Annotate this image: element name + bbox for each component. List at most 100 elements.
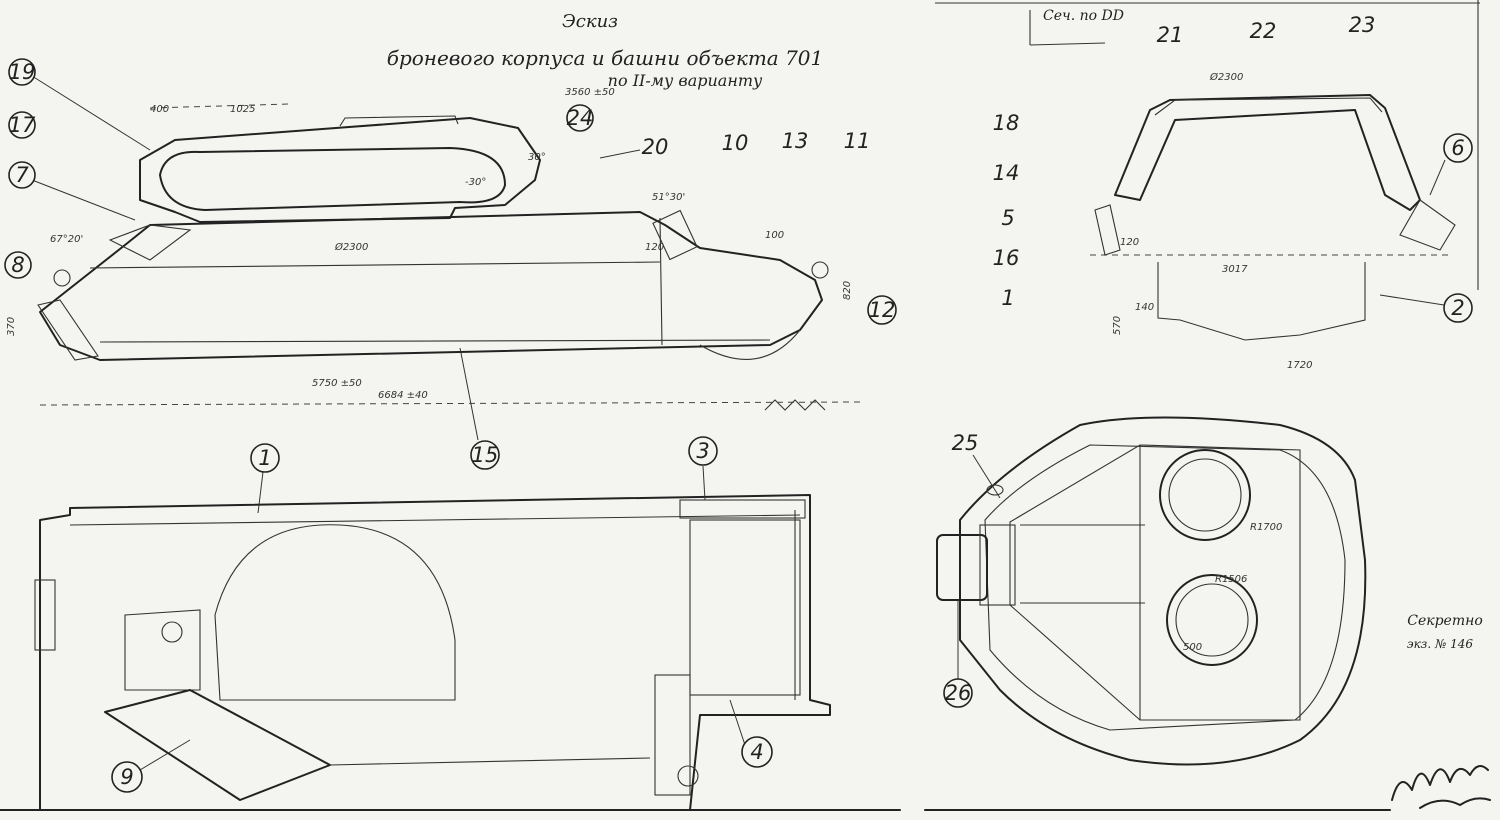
stamp-secret: Секретно [1407,613,1483,629]
turret-roof-cover [339,115,459,127]
hull-upper-edge [89,261,661,269]
section-callout-14: 14 [993,161,1020,185]
hull-plan-view: 1 3 9 4 [34,436,831,811]
dim-3017: 3017 [1222,264,1248,275]
dim-1720: 1720 [1287,360,1312,371]
tow-hook-front [53,269,71,287]
turret-plan-outline [959,416,1367,766]
leader-6 [1429,159,1446,196]
ground-line-mark [764,399,826,411]
leader-20 [599,149,641,159]
ground-dimension-line [39,401,861,406]
hull-plan-side-edge [69,514,801,526]
hull-belly-section [1157,262,1366,341]
hull-side-outline [39,211,823,361]
gun-mount [979,524,1016,606]
section-callout-18: 18 [993,111,1020,135]
hull-cross-section: Сеч. по DD 1720 Ø2300 3017 570 140 120 2… [993,8,1473,371]
secrecy-stamp: Секретно экз. № 146 [1407,613,1483,651]
rear-plate [679,499,806,519]
front-glacis-plate [37,299,99,361]
dim-r1506: R1506 [1215,574,1247,585]
dim-r1700: R1700 [1250,522,1282,533]
turret-roof-section [1154,97,1383,116]
leader-25 [972,454,1001,499]
dim-400: 400 [150,104,169,115]
dim-51-30: 51°30' [652,192,685,203]
vision-slot [986,484,1004,496]
plan-callout-4: 4 [750,740,763,764]
callout-10: 10 [722,131,749,155]
engine-deck-hatch [652,209,698,261]
callout-8: 8 [11,253,24,277]
section-callout-16: 16 [993,246,1020,270]
signature-scribble [1391,765,1491,809]
turret-ring-opening [214,524,456,701]
dim-6684: 6684 ±40 [378,390,428,401]
callout-15: 15 [472,443,499,467]
dim-570: 570 [1112,316,1123,335]
rear-roller-arc [699,329,801,360]
callout-13: 13 [782,129,809,153]
section-callout-5: 5 [1001,206,1014,230]
drawing-title: Эскиз броневого корпуса и башни объекта … [387,11,824,90]
callout-7: 7 [15,163,29,187]
section-callout-23: 23 [1349,13,1376,37]
turret-roof-panel [1009,444,1301,721]
gun-mantlet [936,534,988,601]
dim-100: 100 [765,230,784,241]
plan-callout-3: 3 [696,439,709,463]
turret-outline [139,117,541,223]
front-track-plate [34,579,56,651]
dim-section-ring: Ø2300 [1209,71,1243,83]
leader-2 [1379,294,1445,306]
driver-hatch [108,224,192,261]
turret-plan-inner [984,444,1346,731]
hull-rear-joint [659,217,663,346]
commander-cupola-inner [1168,458,1242,532]
loader-hatch-inner [1175,583,1249,657]
dim-turret-ring: Ø2300 [334,241,368,253]
loader-hatch [1166,574,1258,666]
dim-820: 820 [842,281,853,300]
dim-30b: -30° [465,177,486,188]
dim-67-20: 67°20' [50,234,83,245]
plan-callout-1: 1 [258,446,271,470]
title-line-2: броневого корпуса и башни объекта 701 [387,46,824,70]
title-line-3: по II-му варианту [608,71,763,90]
floor-edge [329,757,651,766]
section-callout-2: 2 [1451,296,1464,320]
leader-9 [139,739,191,771]
drain-hatch [677,765,699,787]
title-line-1: Эскиз [562,11,618,32]
tow-hook-rear [811,261,829,279]
dim-1025: 1025 [230,104,255,115]
section-callout-1: 1 [1001,286,1014,310]
callout-24: 24 [567,106,594,130]
leader-3 [702,465,706,501]
section-mark-base [1029,42,1106,46]
dim-5750: 5750 ±50 [312,378,362,389]
plan-callout-9: 9 [120,765,133,789]
dim-30a: 30° [528,152,546,163]
section-callout-6: 6 [1451,136,1464,160]
callout-17: 17 [9,113,36,137]
turret-plan-view: R1700 R1506 500 25 26 [936,416,1367,766]
leader-15 [459,347,479,441]
hull-plan-outline [39,494,831,811]
dim-section-120: 120 [1120,237,1139,248]
stamp-copy-number: экз. № 146 [1407,637,1474,651]
driver-periscope [161,621,183,643]
section-callout-21: 21 [1157,23,1184,47]
dim-section-140: 140 [1135,302,1154,313]
driver-compartment [124,609,201,691]
callout-11: 11 [844,129,871,153]
dim-120: 120 [645,242,664,253]
callout-20: 20 [642,135,669,159]
dim-500: 500 [1183,642,1202,653]
commander-cupola [1159,449,1251,541]
hull-side-elevation: 3560 ±50 1025 400 5750 ±50 6684 ±40 Ø230… [4,58,897,470]
hull-floor-line [99,339,771,343]
engine-bay [689,519,801,696]
